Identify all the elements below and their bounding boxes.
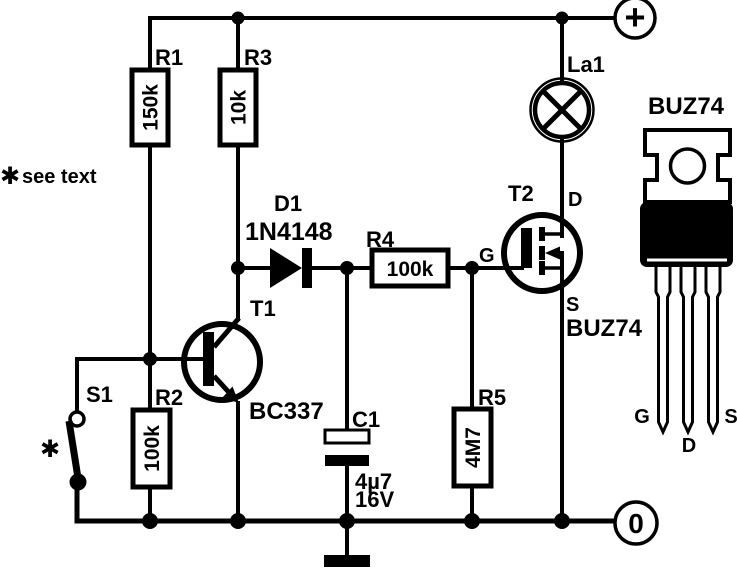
- cap-plus-plate: [323, 428, 371, 445]
- value-label: 100k: [387, 258, 434, 281]
- switch-lever: [65, 420, 82, 479]
- value-label: 4µ7: [355, 469, 392, 494]
- package-leg-d: [679, 258, 697, 436]
- transistor-t1: T1 BC337: [181, 296, 324, 425]
- resistor-body: [217, 67, 259, 148]
- mosfet-circle: [501, 212, 583, 294]
- rating-label: 16V: [355, 487, 394, 512]
- resistor-body: [130, 407, 173, 490]
- junction-dot: [231, 11, 245, 25]
- package-pin-d-label: D: [682, 435, 696, 457]
- value-label: 10k: [228, 90, 251, 125]
- mosfet-t2: T2 D G S BUZ74: [479, 181, 643, 342]
- junction-dot: [230, 513, 246, 529]
- resistor-r5: R5 4M7: [451, 385, 506, 489]
- value-label: 150k: [140, 84, 163, 131]
- type-label: BC337: [249, 398, 324, 425]
- ref-label: C1: [352, 407, 380, 432]
- ref-label: R1: [155, 45, 183, 70]
- diode-triangle-icon: [270, 248, 302, 288]
- package-leg-s: [704, 258, 722, 436]
- cap-minus-plate: [325, 455, 369, 466]
- package-pin-s-label: S: [724, 406, 737, 428]
- base-bar: [203, 332, 214, 386]
- terminal-circle: [613, 500, 659, 546]
- ref-label: T1: [250, 296, 276, 321]
- ref-label: R2: [155, 385, 183, 410]
- switch-pivot-dot: [69, 473, 87, 491]
- lamp-cross: [541, 89, 583, 131]
- diode-d1: D1 1N4148: [245, 191, 333, 288]
- package-leg-g: [654, 258, 672, 436]
- resistor-r2: R2 100k: [130, 385, 183, 490]
- channel-dash: [539, 261, 545, 275]
- lamp-inner-circle: [532, 80, 592, 140]
- junction-dot: [340, 261, 354, 275]
- package-body-groove: [647, 258, 727, 262]
- ref-label: S1: [86, 382, 113, 407]
- value-label: 4M7: [462, 427, 485, 468]
- terminal-plus-label: +: [624, 0, 645, 38]
- note-annotation: ✱ see text: [0, 163, 97, 190]
- pin-g-label: G: [479, 245, 495, 267]
- resistor-body: [451, 406, 494, 489]
- terminal-zero: 0: [613, 500, 659, 546]
- resistor-r3: R3 10k: [217, 45, 272, 148]
- switch-contact-circle: [68, 410, 86, 428]
- junction-dot: [231, 261, 245, 275]
- resistor-r1: R1 150k: [129, 45, 183, 148]
- ref-label: D1: [274, 191, 302, 216]
- resistor-body: [369, 247, 451, 289]
- ref-label: R5: [478, 385, 506, 410]
- package-buz74: BUZ74 G D S: [634, 93, 737, 457]
- pin-s-label: S: [566, 294, 579, 316]
- note-star-icon: ✱: [0, 163, 20, 190]
- channel-dash: [539, 246, 545, 260]
- ref-label: R3: [244, 45, 272, 70]
- top-supply-rail: [148, 16, 617, 72]
- ref-label: R4: [366, 227, 395, 252]
- diode-cathode-bar: [302, 248, 312, 288]
- capacitor-c1: C1 4µ7 16V: [323, 407, 394, 512]
- terminal-circle: [613, 0, 657, 40]
- switch-s1: S1 ✱: [40, 382, 113, 491]
- ref-label: La1: [567, 52, 605, 77]
- terminal-positive: +: [613, 0, 657, 40]
- lamp-la1: La1: [529, 52, 605, 143]
- package-title: BUZ74: [648, 93, 725, 120]
- junction-dot: [465, 261, 479, 275]
- pin-d-label: D: [568, 189, 582, 211]
- lamp-outer-circle: [529, 77, 595, 143]
- bottom-ground-rail: [74, 478, 618, 524]
- ground-symbol: [324, 555, 370, 567]
- emitter-arrow-icon: [222, 386, 239, 403]
- junction-dot: [143, 352, 157, 366]
- resistor-r4: R4 100k: [366, 227, 451, 289]
- switch-branch-wire: [75, 357, 152, 415]
- resistor-body: [129, 67, 171, 148]
- type-label: 1N4148: [245, 218, 333, 246]
- switch-star-icon: ✱: [40, 436, 60, 463]
- ref-label: T2: [508, 181, 534, 206]
- package-pin-g-label: G: [634, 406, 650, 428]
- note-text: see text: [22, 166, 97, 188]
- junction-dots: [142, 11, 570, 529]
- body-arrow-icon: [545, 246, 560, 260]
- transistor-circle: [181, 321, 263, 403]
- junction-dot: [555, 11, 569, 25]
- package-mounting-hole: [668, 147, 707, 185]
- terminal-zero-label: 0: [628, 508, 644, 539]
- junction-dot: [339, 513, 355, 529]
- junction-dot: [554, 513, 570, 529]
- type-label: BUZ74: [566, 315, 643, 342]
- collector-lead: [212, 316, 241, 349]
- gate-bar: [521, 228, 532, 268]
- package-body: [640, 202, 733, 267]
- channel-dash: [539, 227, 545, 241]
- junction-dot: [142, 513, 158, 529]
- value-label: 100k: [141, 425, 164, 472]
- junction-dot: [464, 513, 480, 529]
